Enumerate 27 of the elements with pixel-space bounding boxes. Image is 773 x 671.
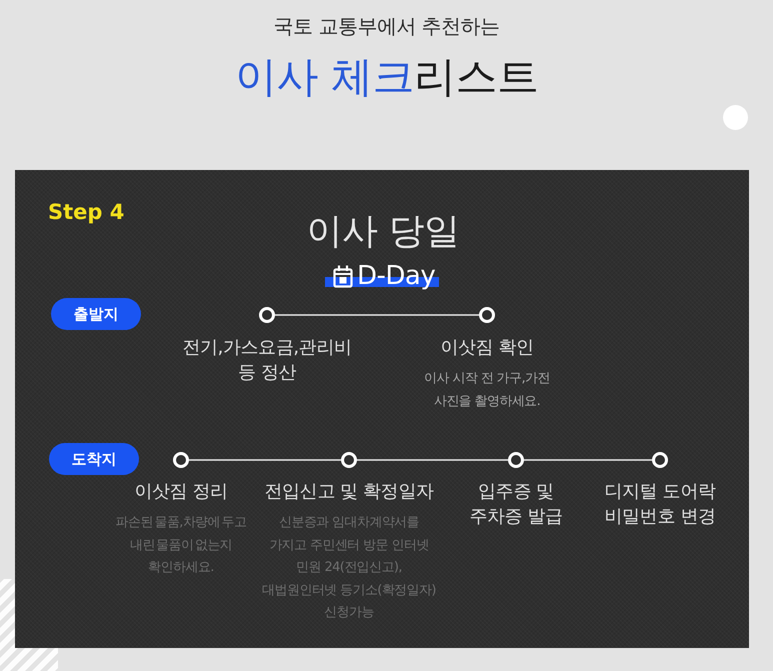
timeline-circle xyxy=(652,452,668,468)
step-label: Step 4 xyxy=(48,199,124,226)
timeline-circle xyxy=(508,452,524,468)
connector-line xyxy=(357,459,508,461)
subtitle: 국토 교통부에서 추천하는 xyxy=(274,13,500,40)
step-description: 파손된 물품,차량에 두고 내린 물품이 없는지 확인하세요. xyxy=(115,514,247,577)
timeline-circle xyxy=(173,452,189,468)
step-panel xyxy=(15,170,749,648)
stage-heading: 이사 당일 xyxy=(306,210,460,254)
step-title: 전기,가스요금,관리비 등 정산 xyxy=(182,336,352,385)
title: 이사 체크리스트 xyxy=(235,51,538,103)
step-description: 이사 시작 전 가구,가전 사진을 촬영하세요. xyxy=(424,370,550,410)
location-tag: 도착지 xyxy=(49,443,139,475)
timeline-circle xyxy=(259,307,275,323)
connector-line xyxy=(189,459,341,461)
connector-line xyxy=(275,314,479,316)
step-title: 이삿짐 확인 xyxy=(440,336,534,360)
step-description: 신분증과 임대차계약서를 가지고 주민센터 방문 인터넷 민원 24(전입신고), 대법원인터넷 등기소(확정일자) 신청가능 xyxy=(262,514,436,622)
timeline-circle xyxy=(341,452,357,468)
location-tag: 출발지 xyxy=(51,298,141,330)
connector-line xyxy=(524,459,652,461)
d-day-label: D-Day xyxy=(357,260,436,293)
timeline-circle xyxy=(479,307,495,323)
step-title: 입주증 및 주차증 발급 xyxy=(468,480,564,529)
step-title: 디지털 도어락 비밀번호 변경 xyxy=(604,480,716,529)
step-title: 이삿짐 정리 xyxy=(134,480,228,504)
step-title: 전입신고 및 확정일자 xyxy=(264,480,434,504)
